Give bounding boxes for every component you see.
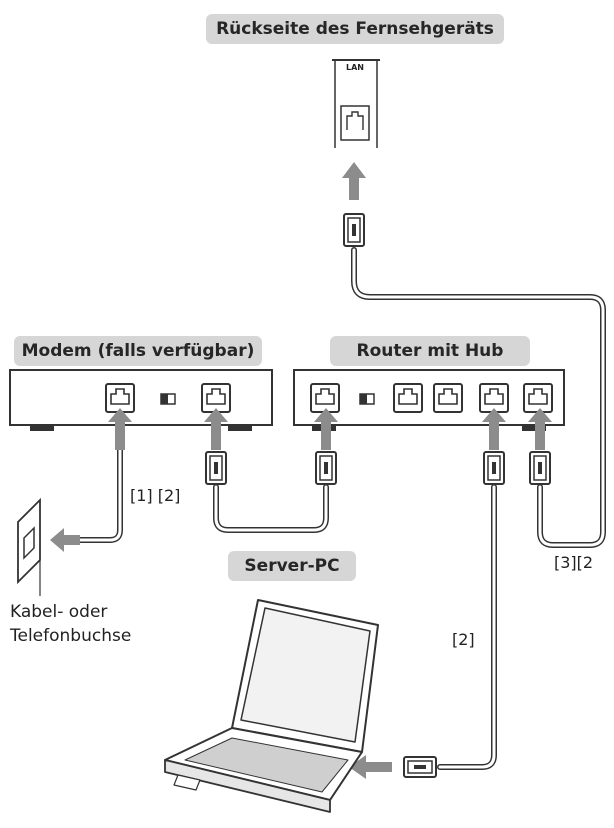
- wall-socket: [17, 497, 41, 596]
- tv-back-panel: [332, 57, 380, 149]
- label-cable-router-pc: [2]: [452, 630, 475, 649]
- cables: [65, 247, 606, 770]
- label-server-pc: Server-PC: [228, 551, 356, 581]
- label-tv-back: Rückseite des Fernsehgeräts: [206, 14, 504, 44]
- router-device: [293, 369, 565, 431]
- server-laptop: [164, 599, 379, 813]
- label-cable-modem-wall: [1] [2]: [130, 486, 181, 505]
- connection-arrows: [50, 162, 552, 779]
- label-wall-socket-line2: Telefonbuchse: [10, 626, 132, 646]
- label-tv-lan-port: LAN: [346, 63, 364, 72]
- label-router: Router mit Hub: [330, 336, 530, 366]
- label-modem: Modem (falls verfügbar): [14, 336, 262, 366]
- modem-device: [9, 369, 273, 431]
- label-wall-socket-line1: Kabel- oder: [10, 602, 108, 622]
- label-cable-router-tv: [3][2: [554, 553, 594, 572]
